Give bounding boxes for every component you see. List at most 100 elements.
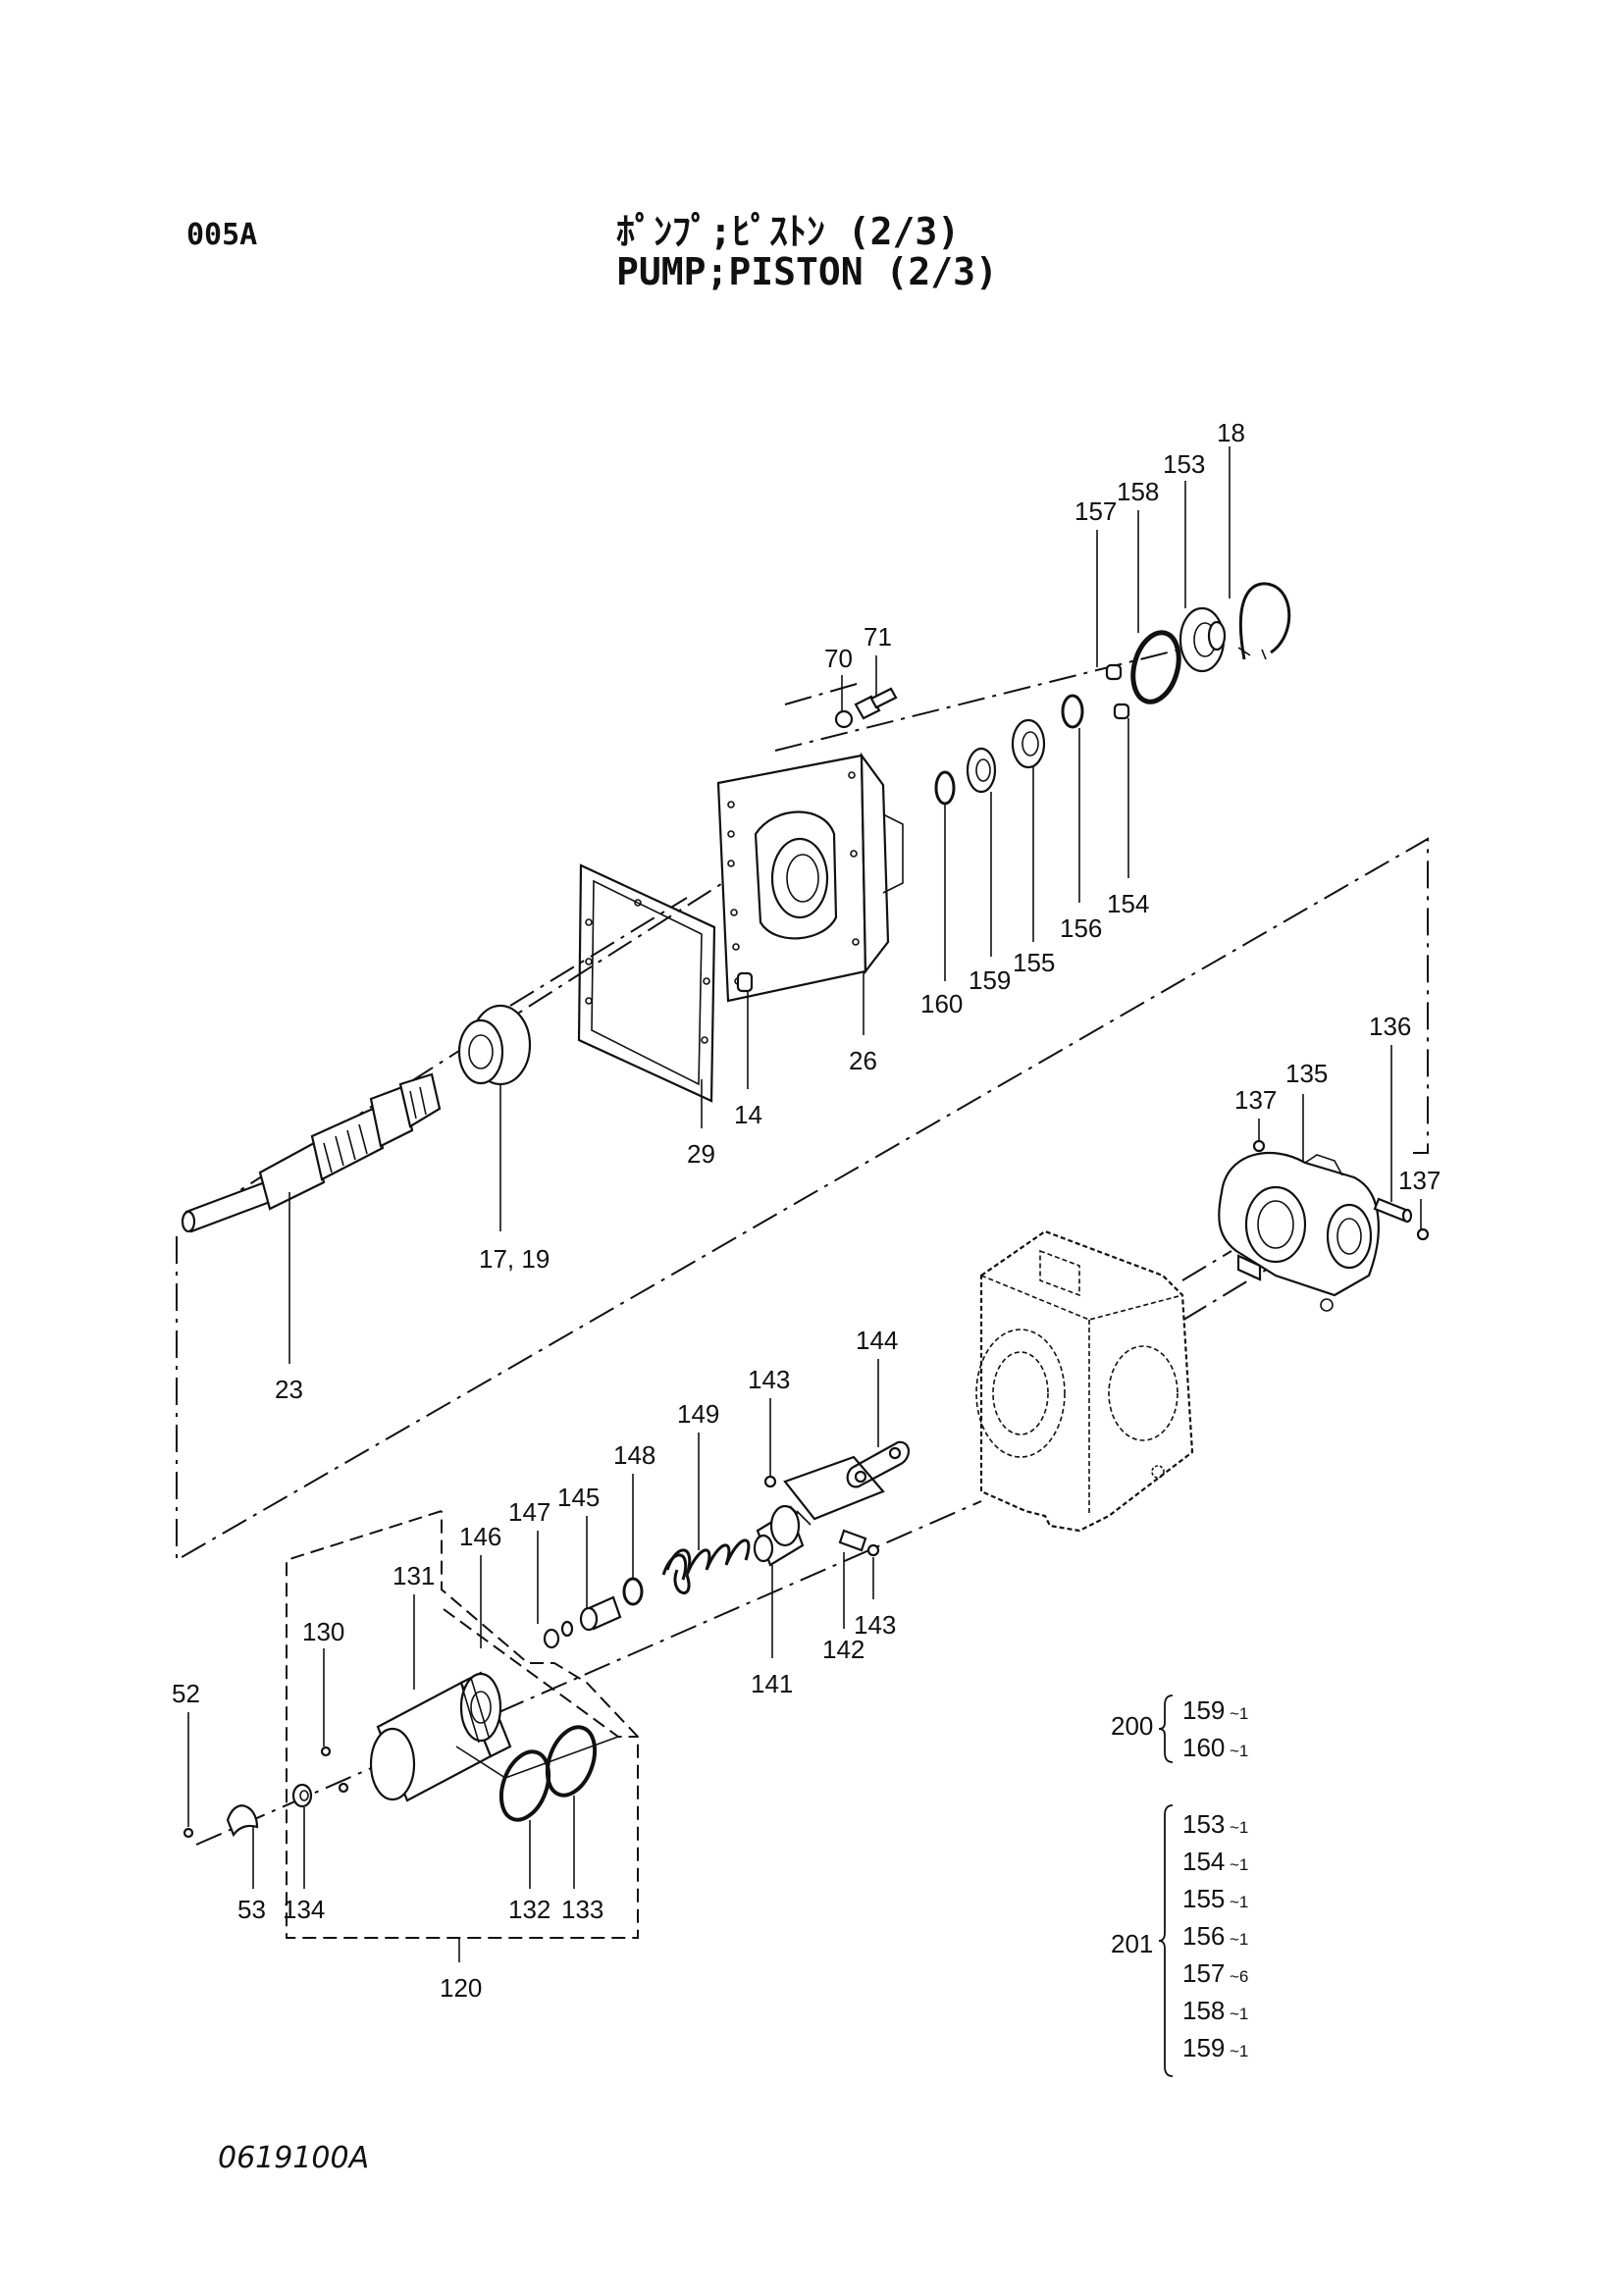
o-ring-158 bbox=[1130, 630, 1181, 704]
label-146: 146 bbox=[459, 1522, 501, 1551]
kit-201-qty-6: ~1 bbox=[1230, 2005, 1248, 2023]
kit-200-part-2: 160 bbox=[1182, 1733, 1225, 1762]
label-142: 142 bbox=[822, 1635, 864, 1664]
kit-201-qty-1: ~1 bbox=[1230, 1818, 1248, 1837]
kit-201-part-2: 154 bbox=[1182, 1847, 1225, 1876]
spring-149 bbox=[661, 1538, 751, 1594]
bracket-141-plate bbox=[783, 1455, 885, 1521]
label-159: 159 bbox=[969, 965, 1011, 995]
label-137-right: 137 bbox=[1398, 1166, 1441, 1195]
seat-145 bbox=[579, 1595, 622, 1632]
label-143-top: 143 bbox=[748, 1365, 790, 1394]
bearing-159 bbox=[966, 747, 997, 794]
label-134: 134 bbox=[283, 1895, 325, 1924]
nut-146 bbox=[543, 1628, 560, 1649]
kit-201: 201 153 ~1 154 ~1 155 ~1 156 ~1 157 ~6 1… bbox=[1111, 1804, 1248, 2077]
kit-201-qty-4: ~1 bbox=[1230, 1930, 1248, 1949]
plug-130-lower bbox=[338, 1782, 349, 1794]
housing-135 bbox=[1218, 1151, 1380, 1312]
label-156: 156 bbox=[1060, 913, 1102, 943]
snap-ring-160 bbox=[934, 770, 956, 806]
kit-200: 200 159 ~1 160 ~1 bbox=[1111, 1694, 1248, 1763]
label-147: 147 bbox=[508, 1497, 550, 1527]
kit-201-qty-5: ~6 bbox=[1230, 1967, 1248, 1986]
kit-201-qty-7: ~1 bbox=[1230, 2042, 1248, 2060]
kit-201-part-7: 159 bbox=[1182, 2033, 1225, 2062]
label-53: 53 bbox=[237, 1895, 266, 1924]
kit-201-part-5: 157 bbox=[1182, 1958, 1225, 1988]
bearing-17-19 bbox=[457, 1004, 532, 1086]
nut-134 bbox=[291, 1783, 313, 1808]
label-130: 130 bbox=[302, 1617, 344, 1646]
label-153: 153 bbox=[1163, 449, 1205, 479]
kit-201-number: 201 bbox=[1111, 1929, 1153, 1958]
ring-147 bbox=[560, 1620, 574, 1638]
kit-200-number: 200 bbox=[1111, 1711, 1153, 1741]
kit-201-part-4: 156 bbox=[1182, 1921, 1225, 1951]
pump-casing bbox=[975, 1229, 1194, 1533]
label-155: 155 bbox=[1013, 948, 1055, 977]
label-137-top: 137 bbox=[1234, 1085, 1277, 1115]
plug-137-right bbox=[1416, 1227, 1430, 1241]
label-29: 29 bbox=[687, 1139, 715, 1169]
washer-70 bbox=[834, 709, 854, 729]
label-149: 149 bbox=[677, 1399, 719, 1429]
label-26: 26 bbox=[849, 1046, 877, 1075]
plug-130 bbox=[320, 1746, 332, 1757]
washer-148 bbox=[622, 1577, 644, 1606]
screw-71 bbox=[854, 687, 898, 720]
label-143-bottom: 143 bbox=[854, 1610, 896, 1640]
plug-52 bbox=[183, 1827, 194, 1839]
label-148: 148 bbox=[613, 1440, 655, 1470]
label-132: 132 bbox=[508, 1895, 550, 1924]
label-135: 135 bbox=[1285, 1059, 1328, 1088]
label-136: 136 bbox=[1369, 1012, 1411, 1041]
part-number-labels: 18 153 158 157 71 70 154 156 155 159 160… bbox=[172, 418, 1441, 2003]
o-ring-133 bbox=[545, 1725, 598, 1798]
snap-ring-156 bbox=[1061, 694, 1084, 729]
retaining-ring-18 bbox=[1237, 582, 1291, 660]
label-120: 120 bbox=[440, 1973, 482, 2003]
pin-154 bbox=[1113, 703, 1130, 720]
cover-26 bbox=[716, 752, 904, 1003]
label-144: 144 bbox=[856, 1326, 898, 1355]
kit-201-qty-3: ~1 bbox=[1230, 1893, 1248, 1911]
oil-seal-153 bbox=[1179, 606, 1227, 673]
pin-14 bbox=[736, 971, 754, 993]
label-157: 157 bbox=[1074, 496, 1117, 526]
kit-201-part-1: 153 bbox=[1182, 1809, 1225, 1839]
link-144 bbox=[846, 1440, 910, 1488]
plug-143-bottom bbox=[866, 1543, 880, 1557]
drawing-number: 0619100A bbox=[218, 2141, 370, 2175]
plug-143-top bbox=[763, 1475, 777, 1488]
leader-lines bbox=[187, 446, 1422, 1962]
o-ring-132 bbox=[498, 1749, 551, 1822]
label-141: 141 bbox=[751, 1669, 793, 1698]
plug-137-top bbox=[1252, 1139, 1266, 1153]
gasket-29 bbox=[577, 863, 716, 1103]
label-17-19: 17, 19 bbox=[479, 1244, 550, 1274]
label-145: 145 bbox=[557, 1483, 600, 1512]
shaft-23 bbox=[181, 1072, 442, 1233]
ring-53 bbox=[226, 1804, 259, 1838]
spool-141 bbox=[753, 1504, 812, 1567]
page-title-japanese: ﾎﾟﾝﾌﾟ;ﾋﾟｽﾄﾝ (2/3) bbox=[616, 210, 961, 253]
kit-200-part-1: 159 bbox=[1182, 1695, 1225, 1725]
label-14: 14 bbox=[734, 1100, 762, 1129]
kit-201-part-6: 158 bbox=[1182, 1996, 1225, 2025]
label-52: 52 bbox=[172, 1679, 200, 1708]
section-code: 005A bbox=[186, 218, 258, 252]
label-131: 131 bbox=[393, 1561, 435, 1590]
pin-157 bbox=[1105, 663, 1123, 681]
pin-142 bbox=[838, 1529, 867, 1552]
label-18: 18 bbox=[1217, 418, 1245, 447]
kit-200-qty-1: ~1 bbox=[1230, 1704, 1248, 1723]
label-23: 23 bbox=[275, 1375, 303, 1404]
label-160: 160 bbox=[920, 989, 963, 1018]
label-70: 70 bbox=[824, 644, 853, 673]
kit-201-qty-2: ~1 bbox=[1230, 1855, 1248, 1874]
label-71: 71 bbox=[864, 622, 892, 652]
kit-200-qty-2: ~1 bbox=[1230, 1742, 1248, 1760]
